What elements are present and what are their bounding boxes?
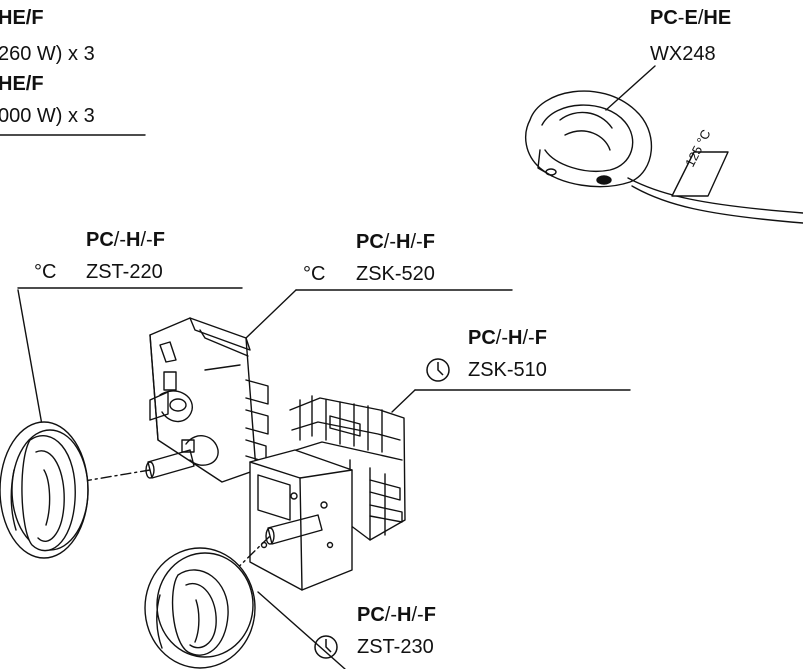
timer-zsk510-illustration [249, 395, 406, 591]
zst230-code-label: ZST-230 [357, 636, 434, 658]
sensor-cable [627, 177, 803, 214]
zst220-axis-line [41, 469, 151, 489]
sensor-body [524, 90, 653, 188]
sensor-leader-line [605, 65, 656, 111]
zst220-code-label: ZST-220 [86, 261, 163, 283]
zst220-model-label: PC/-H/-F [86, 229, 165, 251]
heater-model-label-1: HE/F [0, 7, 44, 29]
clock-icon [426, 358, 450, 382]
zst230-leader [257, 591, 346, 669]
knob-zst220-illustration [0, 421, 89, 559]
knob-zst230-illustration [144, 547, 256, 669]
sensor-body-inner [541, 104, 634, 172]
sensor-code-label: WX248 [650, 43, 716, 65]
sensor-wx248-illustration [524, 65, 803, 224]
heater-spec-label-1: 260 W) x 3 [0, 43, 95, 65]
zsk510-leader [391, 389, 416, 413]
sensor-temp-tag [671, 151, 729, 197]
zst230-model-label: PC/-H/-F [357, 604, 436, 626]
zsk520-leader [245, 289, 297, 339]
zst220-unit-label: °C [34, 261, 57, 283]
zsk510-model-label: PC/-H/-F [468, 327, 547, 349]
clock-icon [314, 635, 338, 659]
thermostat-zsk520-illustration [145, 317, 269, 483]
zst220-shaft [147, 449, 195, 479]
zsk520-unit-label: °C [303, 263, 326, 285]
heater-spec-label-2: 000 W) x 3 [0, 105, 95, 127]
zst220-leader [17, 289, 43, 426]
zst230-shaft [267, 514, 323, 545]
zsk520-model-label: PC/-H/-F [356, 231, 435, 253]
heater-model-label-2: HE/F [0, 73, 44, 95]
sensor-model-label: PC-E/HE [650, 7, 732, 29]
zsk510-code-label: ZSK-510 [468, 359, 547, 381]
zsk520-code-label: ZSK-520 [356, 263, 435, 285]
